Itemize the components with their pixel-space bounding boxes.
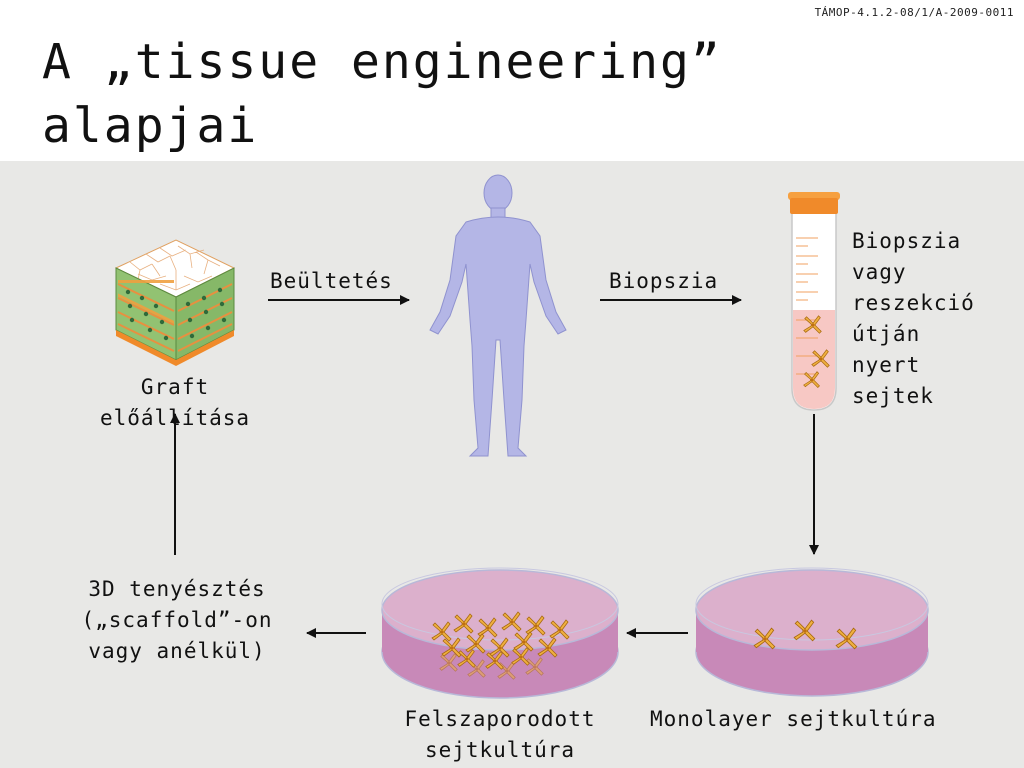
page-title: A „tissue engineering” alapjai: [42, 30, 942, 158]
culture-3d-line: 3D tenyésztés: [88, 577, 266, 601]
biopsy-cells-line: sejtek: [852, 384, 934, 408]
proliferated-dish-icon: [381, 567, 619, 699]
biopsy-label: Biopszia: [609, 269, 719, 293]
proliferated-label: Felszaporodott sejtkultúra: [380, 704, 620, 766]
monolayer-label: Monolayer sejtkultúra: [650, 707, 937, 731]
human-body-icon: [429, 174, 567, 457]
graft-label-line: Graft: [140, 375, 210, 399]
title-line-2: alapjai: [42, 98, 259, 154]
monolayer-dish-icon: [695, 567, 929, 697]
biopsy-cells-line: reszekció: [852, 291, 975, 315]
graft-label-line: előállítása: [99, 406, 251, 430]
biopsy-cells-line: nyert: [852, 353, 921, 377]
biopsy-cells-line: vagy: [852, 260, 907, 284]
culture-3d-label: 3D tenyésztés („scaffold”-on vagy anélkü…: [52, 574, 302, 667]
title-line-1: A „tissue engineering”: [42, 34, 722, 90]
culture-3d-line: vagy anélkül): [88, 639, 266, 663]
culture-3d-line: („scaffold”-on: [81, 608, 273, 632]
implant-label: Beültetés: [270, 269, 393, 293]
graft-cube-icon: [114, 239, 236, 366]
biopsy-cells-line: Biopszia: [852, 229, 962, 253]
biopsy-cells-line: útján: [852, 322, 921, 346]
proliferated-line: sejtkultúra: [424, 738, 576, 762]
project-code: TÁMOP-4.1.2-08/1/A-2009-0011: [814, 6, 1014, 19]
graft-label: Graft előállítása: [75, 372, 275, 434]
biopsy-cells-label: Biopszia vagy reszekció útján nyert sejt…: [852, 226, 975, 412]
test-tube-icon: [788, 192, 840, 411]
proliferated-line: Felszaporodott: [404, 707, 596, 731]
